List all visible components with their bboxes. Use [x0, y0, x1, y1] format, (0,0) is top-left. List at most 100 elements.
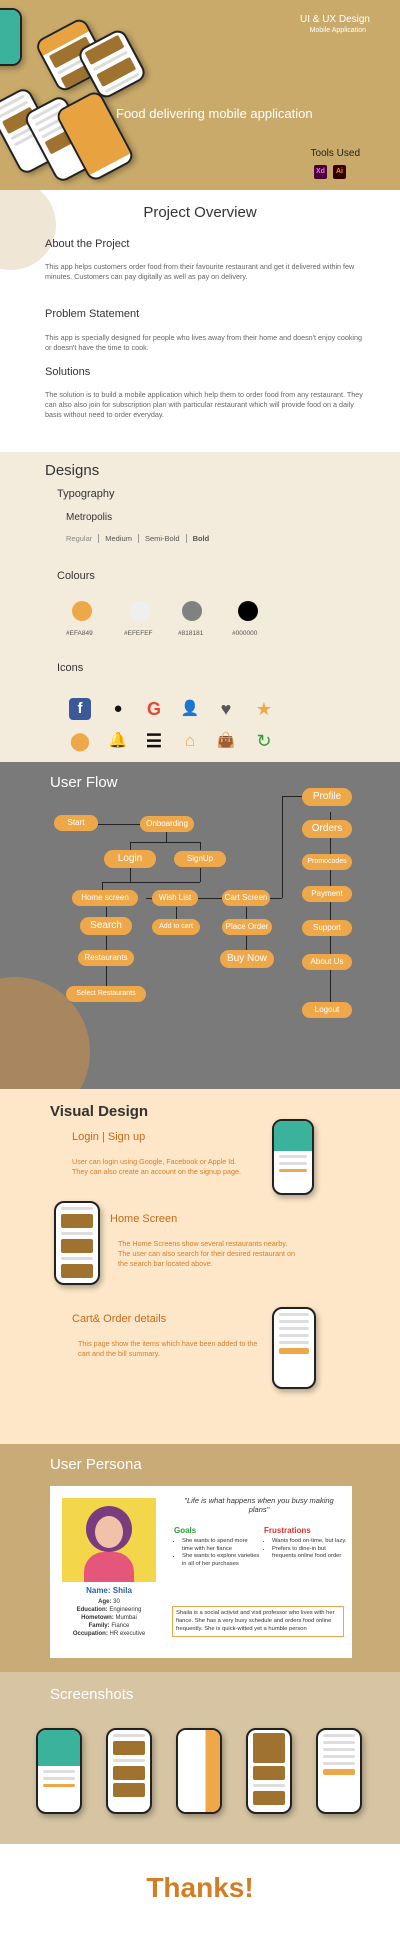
decorative-circle — [0, 190, 56, 270]
location-pin-icon: ⬤ — [69, 731, 91, 751]
about-text: This app helps customers order food from… — [45, 262, 355, 282]
screenshot-thumbnail — [316, 1728, 362, 1814]
login-screen-mockup — [272, 1119, 314, 1195]
cart-text: This page show the items which have been… — [78, 1339, 258, 1359]
flow-connector — [146, 898, 154, 899]
goal-item: She wants to spend more time with her fi… — [182, 1538, 260, 1553]
star-icon: ★ — [255, 699, 273, 719]
colour-swatch — [238, 601, 258, 621]
menu-icon: ☰ — [145, 731, 163, 751]
flow-node-wish-list: Wish List — [152, 890, 198, 906]
persona-bio: Shaila is a social activist and visit pr… — [172, 1606, 344, 1638]
goal-item: She wants to explore varieties in all of… — [182, 1553, 260, 1568]
home-heading: Home Screen — [110, 1213, 178, 1225]
screenshot-thumbnail — [36, 1728, 82, 1814]
overview-title: Project Overview — [143, 204, 257, 221]
icons-heading: Icons — [57, 662, 84, 674]
flow-node-home-screen: Home screen — [72, 890, 138, 906]
family-value: Fiance — [111, 1623, 130, 1630]
education-value: Engineering — [109, 1607, 142, 1614]
persona-quote: "Life is what happens when you busy maki… — [184, 1496, 334, 1514]
user-flow-title: User Flow — [50, 774, 118, 791]
login-heading: Login | Sign up — [72, 1131, 146, 1143]
screenshots-title: Screenshots — [50, 1686, 134, 1703]
frustration-item: Wants food on-time, but lazy. — [272, 1538, 348, 1546]
bell-icon: 🔔 — [108, 732, 128, 749]
cart-screen-mockup — [272, 1307, 316, 1389]
flow-node-support: Support — [302, 920, 352, 936]
screenshot-thumbnail — [106, 1728, 152, 1814]
weight-semibold: Semi-Bold — [145, 534, 187, 543]
cart-heading: Cart& Order details — [72, 1313, 167, 1325]
thanks-section: Thanks! — [0, 1844, 400, 1937]
solutions-text: The solution is to build a mobile applic… — [45, 390, 363, 420]
flow-node-profile: Profile — [302, 788, 352, 806]
typography-heading: Typography — [57, 488, 115, 500]
user-persona-title: User Persona — [50, 1456, 142, 1473]
flow-node-start: Start — [54, 815, 98, 831]
occupation-label: Occupation: — [72, 1631, 108, 1638]
education-label: Education: — [76, 1607, 108, 1614]
flow-connector — [282, 796, 302, 797]
hero-subtagline: Mobile Application — [309, 27, 366, 34]
font-name: Metropolis — [66, 512, 113, 523]
problem-heading: Problem Statement — [45, 308, 140, 320]
flow-connector — [200, 868, 201, 882]
flow-connector — [98, 824, 140, 825]
flow-connector — [282, 796, 283, 898]
google-icon: G — [146, 699, 161, 719]
occupation-value: HR executive — [109, 1631, 146, 1638]
project-overview-section: Project Overview About the Project This … — [0, 190, 400, 452]
persona-card: Name: Shila Age: 30 Education: Engineeri… — [50, 1486, 352, 1658]
designs-section: Designs Typography Metropolis Regular Me… — [0, 452, 400, 762]
family-label: Family: — [88, 1623, 110, 1630]
flow-node-add-to-cart: Add to cart — [152, 919, 200, 935]
flow-connector — [130, 868, 131, 882]
flow-connector — [330, 812, 331, 1010]
flow-connector — [270, 898, 282, 899]
visual-design-title: Visual Design — [50, 1103, 149, 1120]
persona-name: Name: Shila — [86, 1586, 132, 1595]
home-screen-mockup — [54, 1201, 100, 1285]
problem-text: This app is specially designed for peopl… — [45, 333, 363, 353]
apple-icon: ● — [113, 700, 123, 717]
flow-node-place-order: Place Order — [222, 919, 272, 935]
flow-node-cart-screen: Cart Screen — [222, 890, 270, 906]
flow-node-about-us: About Us — [302, 954, 352, 970]
home-text: The Home Screens show several restaurant… — [118, 1239, 295, 1269]
colours-heading: Colours — [57, 570, 95, 582]
weight-regular: Regular — [66, 534, 100, 543]
designs-title: Designs — [45, 462, 100, 479]
age-value: 30 — [113, 1599, 120, 1605]
refresh-timer-icon: ↻ — [256, 731, 272, 751]
flow-node-restaurants: Restaurants — [78, 950, 134, 966]
weight-bold: Bold — [192, 534, 210, 543]
colour-label: #000000 — [232, 630, 258, 637]
hero-section: UI & UX Design Mobile Application Food d… — [0, 0, 400, 190]
flow-connector — [200, 842, 201, 850]
flow-connector — [246, 936, 247, 950]
flow-connector — [102, 882, 103, 890]
flow-connector — [246, 907, 247, 919]
goals-heading: Goals — [174, 1526, 197, 1535]
visual-design-section: Visual Design Login | Sign up User can l… — [0, 1089, 400, 1444]
flow-connector — [106, 966, 107, 986]
shopping-bag-icon: 👜 — [216, 732, 236, 749]
frustrations-list: Wants food on-time, but lazy. Prefers to… — [272, 1538, 348, 1561]
flow-connector — [166, 832, 167, 842]
colour-swatch — [182, 601, 202, 621]
colour-swatch — [72, 601, 92, 621]
screenshot-thumbnail — [246, 1728, 292, 1814]
flow-node-onboarding: Onboarding — [140, 816, 194, 832]
flow-node-search: Search — [80, 917, 132, 935]
facebook-icon: f — [69, 698, 91, 720]
flow-connector — [176, 907, 177, 919]
login-text: User can login using Google, Facebook or… — [72, 1157, 242, 1177]
flow-node-login: Login — [104, 850, 156, 868]
screenshots-section: Screenshots — [0, 1672, 400, 1844]
thanks-title: Thanks! — [146, 1872, 254, 1903]
flow-node-signup: SignUp — [174, 851, 226, 867]
hero-tagline: UI & UX Design — [299, 14, 370, 25]
flow-connector — [106, 936, 107, 950]
hero-title: Food delivering mobile application — [116, 106, 313, 121]
